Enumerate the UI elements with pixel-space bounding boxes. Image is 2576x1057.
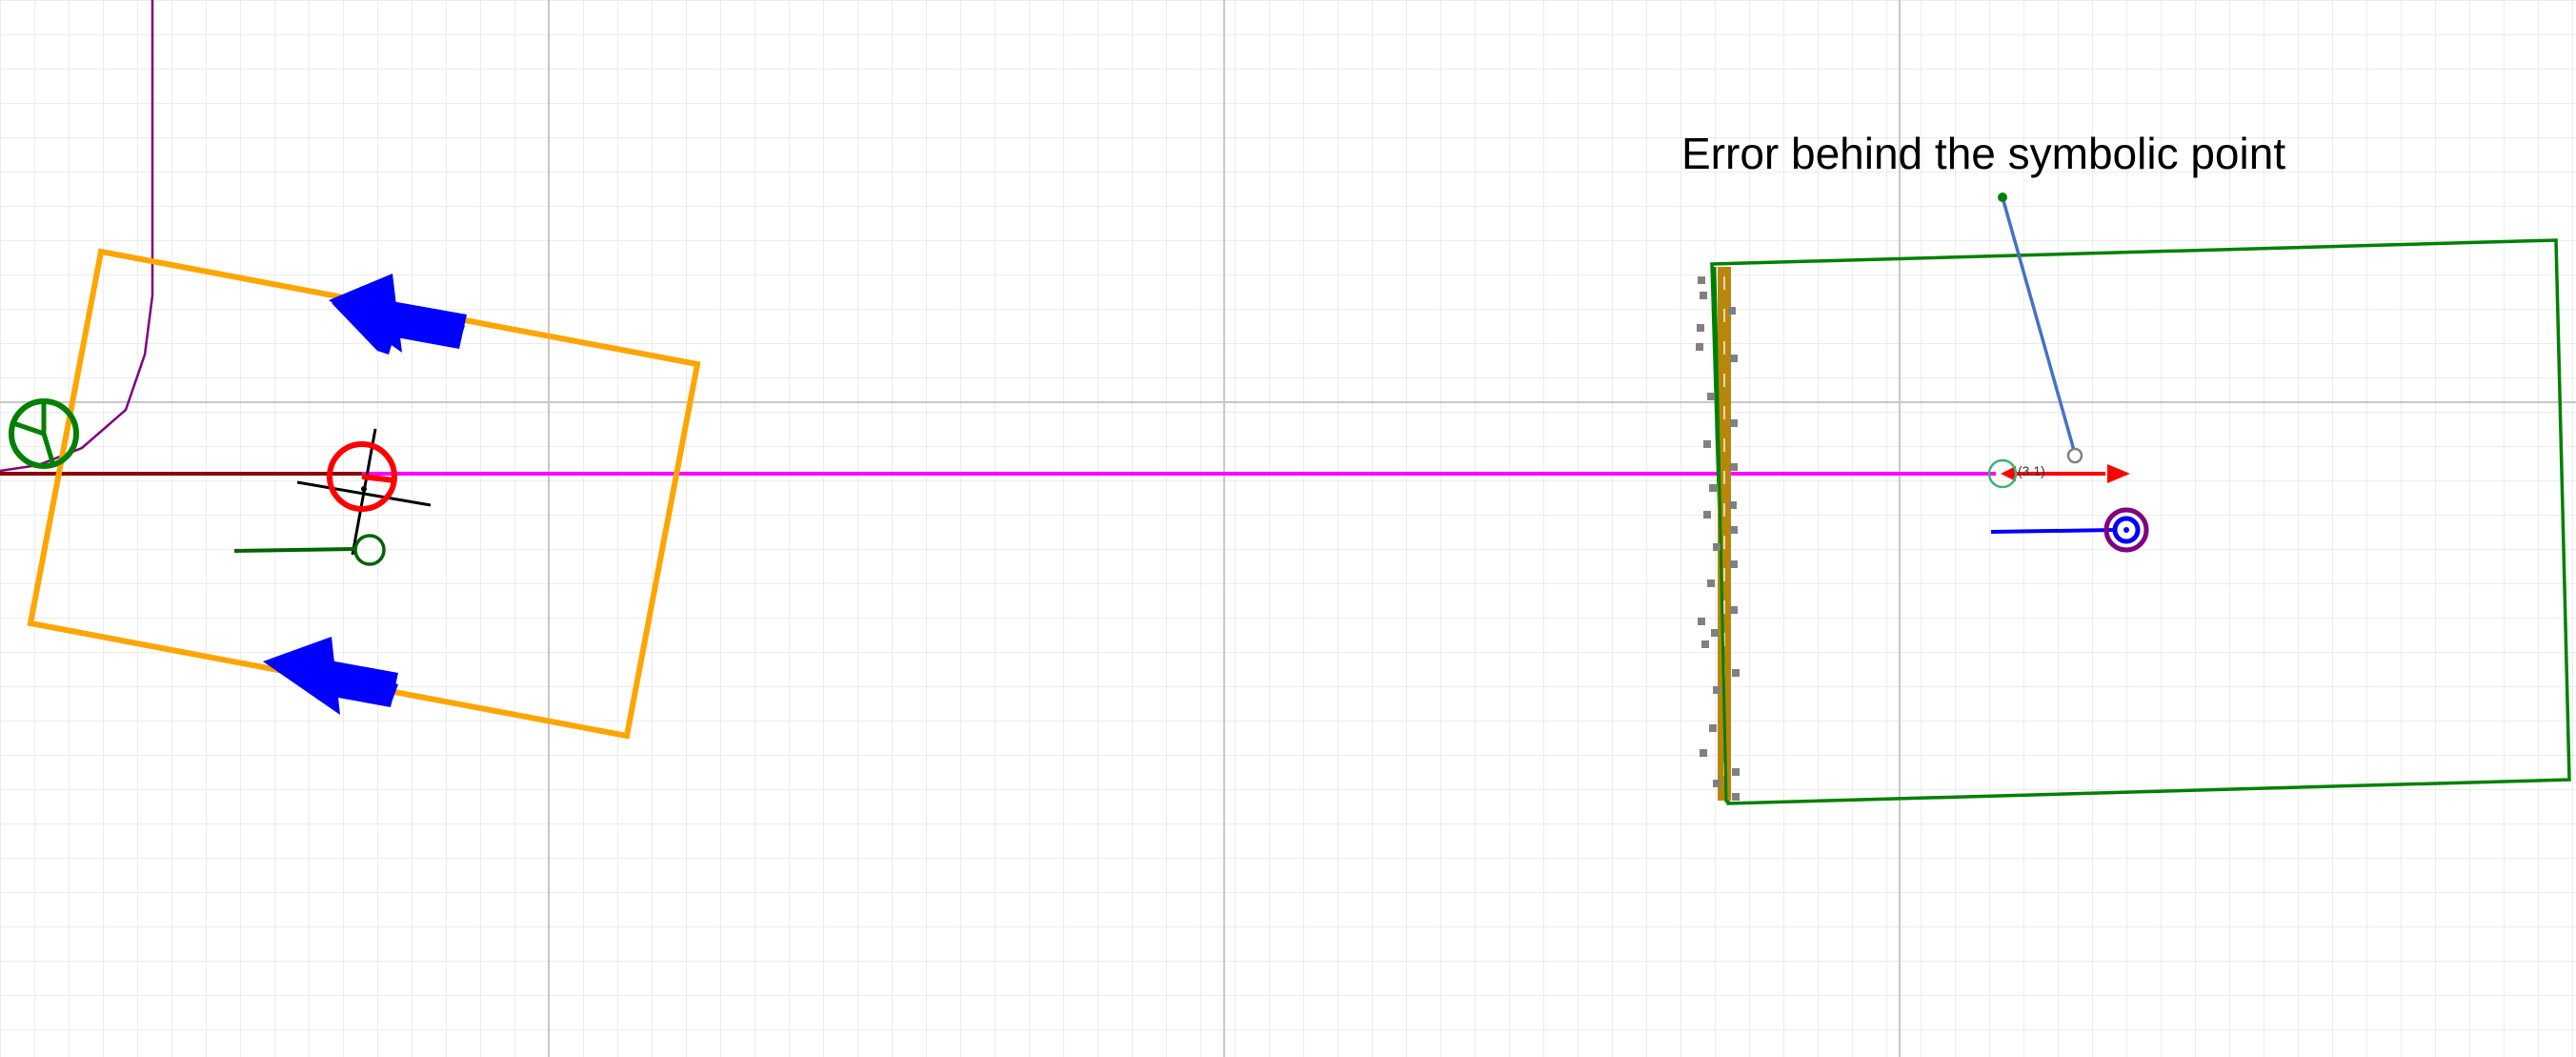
annotation-text: Error behind the symbolic point <box>1681 129 2286 178</box>
wall-segment <box>1718 267 1731 801</box>
red-error-arrow <box>2001 464 2130 483</box>
arrow-left-icon <box>329 274 467 355</box>
small-pose-marker <box>233 534 386 566</box>
point-label: (3.1) <box>2018 463 2045 478</box>
scan-points <box>1696 276 1740 801</box>
crosshair-circle-icon <box>296 428 432 556</box>
heading-line <box>1990 528 2116 534</box>
error-origin-dot <box>1998 193 2007 202</box>
robot-footprint <box>27 248 701 740</box>
symbolic-point-marker <box>1987 458 2018 489</box>
error-line <box>2001 196 2077 455</box>
bullseye-icon <box>2103 507 2149 553</box>
arrow-left-icon <box>263 637 398 715</box>
circle-with-spokes-icon <box>9 398 79 469</box>
error-end-circle <box>2066 447 2083 464</box>
